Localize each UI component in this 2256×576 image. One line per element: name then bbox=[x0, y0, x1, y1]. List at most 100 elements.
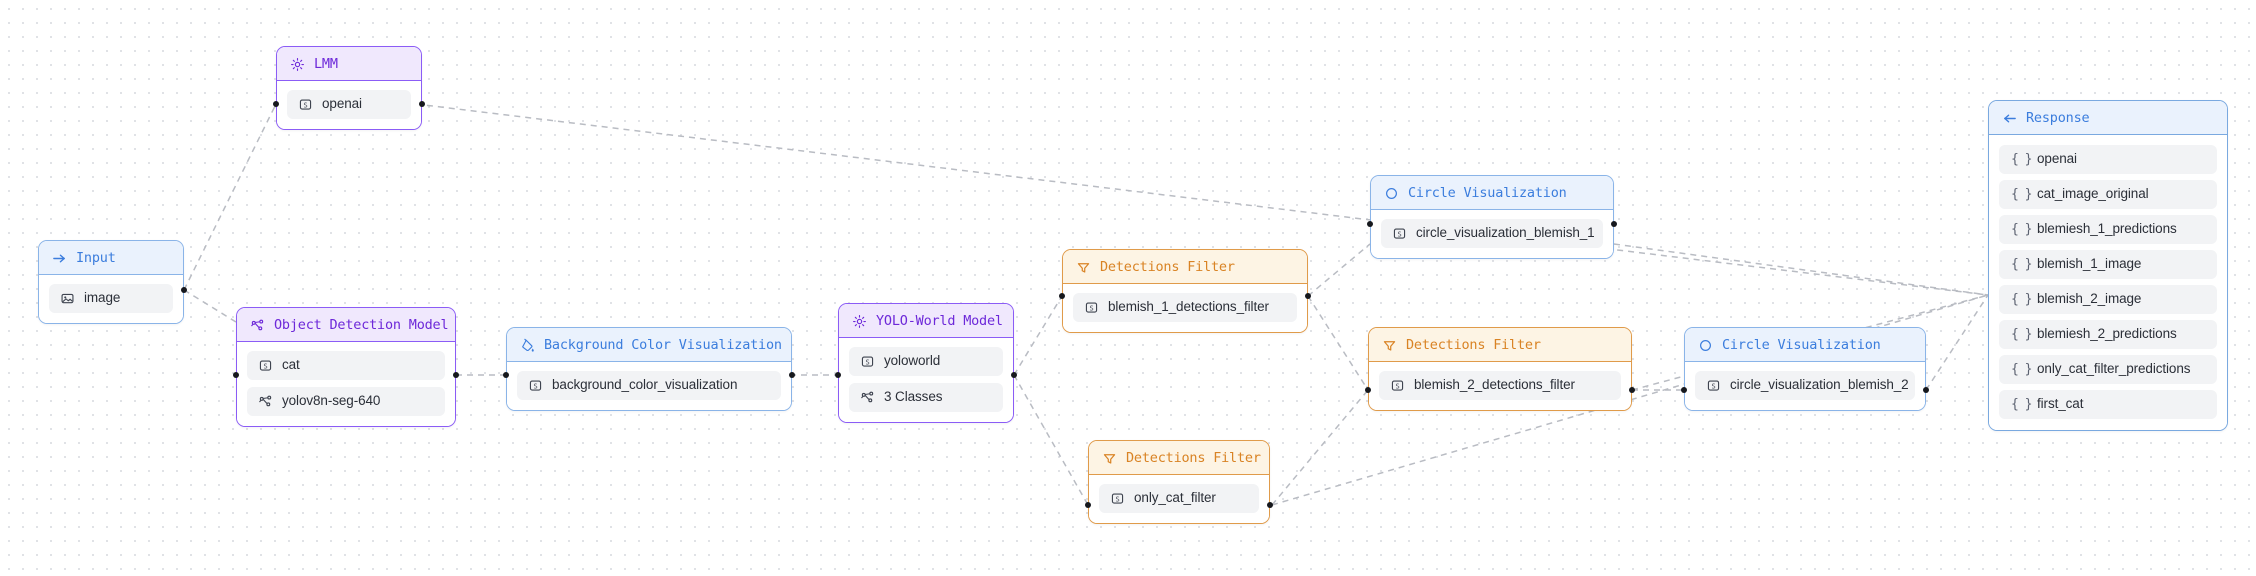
response-item-blemiesh-2-predictions-label: blemiesh_2_predictions bbox=[2037, 326, 2177, 342]
field-circle-visualization-blemish-2[interactable]: S circle_visualization_blemish_2 bbox=[1695, 371, 1915, 400]
field-blemish-1-detections-filter[interactable]: S blemish_1_detections_filter bbox=[1073, 293, 1297, 322]
node-circle-visualization-1-body: S circle_visualization_blemish_1 bbox=[1371, 210, 1613, 258]
node-circle-visualization-2-body: S circle_visualization_blemish_2 bbox=[1685, 362, 1925, 410]
port-lmm-in[interactable] bbox=[273, 101, 279, 107]
node-background-color-visualization[interactable]: Background Color Visualization S backgro… bbox=[506, 327, 792, 411]
edge-input-to-object-detection bbox=[183, 289, 237, 323]
field-yolov8n-seg-640-label: yolov8n-seg-640 bbox=[282, 393, 381, 409]
port-circle2-out[interactable] bbox=[1923, 387, 1929, 393]
node-background-color-visualization-header: Background Color Visualization bbox=[507, 328, 791, 362]
port-input-out[interactable] bbox=[181, 287, 187, 293]
field-cat-label: cat bbox=[282, 357, 300, 373]
edge-yoloworld-to-filter3 bbox=[1013, 374, 1089, 506]
field-circle-visualization-blemish-1[interactable]: S circle_visualization_blemish_1 bbox=[1381, 219, 1603, 248]
node-lmm-body: S openai bbox=[277, 81, 421, 129]
field-yoloworld[interactable]: S yoloworld bbox=[849, 347, 1003, 376]
svg-text:S: S bbox=[303, 101, 307, 109]
string-icon: S bbox=[1390, 378, 1405, 393]
port-filter1-out[interactable] bbox=[1305, 293, 1311, 299]
arrow-left-icon bbox=[2002, 111, 2017, 126]
node-detections-filter-1[interactable]: Detections Filter S blemish_1_detections… bbox=[1062, 249, 1308, 333]
string-icon: S bbox=[528, 378, 543, 393]
node-input[interactable]: Input image bbox=[38, 240, 184, 324]
edge-yoloworld-to-filter1 bbox=[1013, 295, 1063, 376]
image-icon bbox=[60, 291, 75, 306]
field-background-color-visualization-label: background_color_visualization bbox=[552, 377, 738, 393]
field-3-classes-label: 3 Classes bbox=[884, 389, 943, 405]
model-graph-icon bbox=[860, 390, 875, 405]
response-item-blemiesh-2-predictions[interactable]: { } blemiesh_2_predictions bbox=[1999, 320, 2217, 349]
field-yolov8n-seg-640[interactable]: yolov8n-seg-640 bbox=[247, 387, 445, 416]
node-lmm[interactable]: LMM S openai bbox=[276, 46, 422, 130]
port-circle1-in[interactable] bbox=[1367, 221, 1373, 227]
node-response[interactable]: Response { } openai { } cat_image_origin… bbox=[1988, 100, 2228, 431]
node-circle-visualization-2-title: Circle Visualization bbox=[1722, 337, 1881, 353]
field-image[interactable]: image bbox=[49, 284, 173, 313]
field-only-cat-filter[interactable]: S only_cat_filter bbox=[1099, 484, 1259, 513]
node-circle-visualization-1[interactable]: Circle Visualization S circle_visualizat… bbox=[1370, 175, 1614, 259]
field-background-color-visualization[interactable]: S background_color_visualization bbox=[517, 371, 781, 400]
port-filter1-in[interactable] bbox=[1059, 293, 1065, 299]
node-detections-filter-3-body: S only_cat_filter bbox=[1089, 475, 1269, 523]
port-circle1-out[interactable] bbox=[1611, 221, 1617, 227]
string-icon: S bbox=[258, 358, 273, 373]
node-detections-filter-2-header: Detections Filter bbox=[1369, 328, 1631, 362]
node-detections-filter-3[interactable]: Detections Filter S only_cat_filter bbox=[1088, 440, 1270, 524]
node-input-title: Input bbox=[76, 250, 116, 266]
node-object-detection-model-header: Object Detection Model bbox=[237, 308, 455, 342]
node-circle-visualization-2-header: Circle Visualization bbox=[1685, 328, 1925, 362]
port-objdet-out[interactable] bbox=[453, 372, 459, 378]
response-item-openai[interactable]: { } openai bbox=[1999, 145, 2217, 174]
edge-circle2-to-response bbox=[1925, 294, 1989, 391]
response-item-blemish-2-image-label: blemish_2_image bbox=[2037, 291, 2142, 307]
field-3-classes[interactable]: 3 Classes bbox=[849, 383, 1003, 412]
port-filter2-in[interactable] bbox=[1365, 387, 1371, 393]
response-item-blemish-1-image[interactable]: { } blemish_1_image bbox=[1999, 250, 2217, 279]
port-filter3-in[interactable] bbox=[1085, 502, 1091, 508]
field-cat[interactable]: S cat bbox=[247, 351, 445, 380]
response-item-blemish-1-image-label: blemish_1_image bbox=[2037, 256, 2142, 272]
response-item-blemiesh-1-predictions[interactable]: { } blemiesh_1_predictions bbox=[1999, 215, 2217, 244]
node-circle-visualization-2[interactable]: Circle Visualization S circle_visualizat… bbox=[1684, 327, 1926, 411]
response-item-only-cat-filter-predictions[interactable]: { } only_cat_filter_predictions bbox=[1999, 355, 2217, 384]
svg-text:S: S bbox=[865, 358, 869, 366]
field-blemish-2-detections-filter[interactable]: S blemish_2_detections_filter bbox=[1379, 371, 1621, 400]
funnel-icon bbox=[1102, 451, 1117, 466]
edge-filter3-to-filter2 bbox=[1271, 389, 1369, 506]
arrow-right-icon bbox=[52, 251, 67, 266]
string-icon: S bbox=[1706, 378, 1721, 393]
port-yoloworld-out[interactable] bbox=[1011, 372, 1017, 378]
port-yoloworld-in[interactable] bbox=[835, 372, 841, 378]
response-item-blemiesh-1-predictions-label: blemiesh_1_predictions bbox=[2037, 221, 2177, 237]
response-item-blemish-2-image[interactable]: { } blemish_2_image bbox=[1999, 285, 2217, 314]
response-item-cat-image-original[interactable]: { } cat_image_original bbox=[1999, 180, 2217, 209]
port-bgcolor-out[interactable] bbox=[789, 372, 795, 378]
port-lmm-out[interactable] bbox=[419, 101, 425, 107]
port-circle2-in[interactable] bbox=[1681, 387, 1687, 393]
port-bgcolor-in[interactable] bbox=[503, 372, 509, 378]
field-image-label: image bbox=[84, 290, 121, 306]
svg-text:S: S bbox=[1395, 382, 1399, 390]
response-item-first-cat[interactable]: { } first_cat bbox=[1999, 390, 2217, 419]
node-circle-visualization-1-header: Circle Visualization bbox=[1371, 176, 1613, 210]
node-yolo-world-model-header: YOLO-World Model bbox=[839, 304, 1013, 338]
port-objdet-in[interactable] bbox=[233, 372, 239, 378]
field-openai[interactable]: S openai bbox=[287, 90, 411, 119]
port-filter2-out[interactable] bbox=[1629, 387, 1635, 393]
string-icon: S bbox=[298, 97, 313, 112]
node-yolo-world-model[interactable]: YOLO-World Model S yoloworld bbox=[838, 303, 1014, 423]
braces-icon: { } bbox=[2011, 187, 2032, 202]
node-detections-filter-2-body: S blemish_2_detections_filter bbox=[1369, 362, 1631, 410]
svg-text:S: S bbox=[1115, 495, 1119, 503]
port-filter3-out[interactable] bbox=[1267, 502, 1273, 508]
model-graph-icon bbox=[258, 394, 273, 409]
svg-text:S: S bbox=[533, 382, 537, 390]
node-object-detection-model[interactable]: Object Detection Model S cat bbox=[236, 307, 456, 427]
field-circle-visualization-blemish-1-label: circle_visualization_blemish_1 bbox=[1416, 225, 1595, 241]
svg-text:S: S bbox=[1711, 382, 1715, 390]
node-detections-filter-2[interactable]: Detections Filter S blemish_2_detections… bbox=[1368, 327, 1632, 411]
node-detections-filter-1-header: Detections Filter bbox=[1063, 250, 1307, 284]
paint-bucket-icon bbox=[520, 338, 535, 353]
string-icon: S bbox=[1392, 226, 1407, 241]
